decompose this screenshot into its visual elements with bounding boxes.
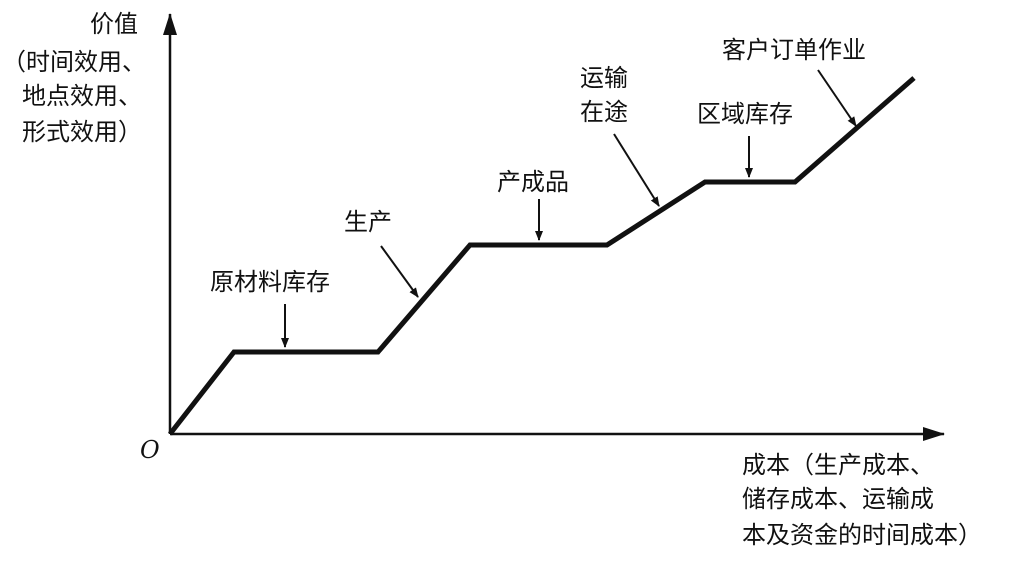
stage-in-transit: 运输 在途 bbox=[580, 64, 660, 207]
x-axis-label-line-3: 本及资金的时间成本） bbox=[742, 521, 982, 549]
stage-label-production: 生产 bbox=[344, 208, 392, 236]
stage-arrow-customer-order-processing bbox=[817, 69, 857, 127]
stage-label-regional-inventory: 区域库存 bbox=[697, 100, 793, 128]
y-axis-label-line-2: （时间效用、 bbox=[2, 48, 146, 76]
x-axis-label-line-1: 成本（生产成本、 bbox=[742, 451, 934, 479]
origin-label: O bbox=[140, 436, 160, 464]
x-axis-label: 成本（生产成本、 储存成本、运输成 本及资金的时间成本） bbox=[742, 451, 982, 549]
stage-label-in-transit-line-1: 运输 bbox=[580, 64, 628, 92]
stage-label-finished-goods: 产成品 bbox=[497, 168, 569, 196]
y-axis-label-line-1: 价值 bbox=[90, 10, 138, 38]
stage-regional-inventory: 区域库存 bbox=[697, 100, 793, 178]
stage-production: 生产 bbox=[344, 208, 419, 298]
stage-raw-material-inventory: 原材料库存 bbox=[210, 268, 330, 348]
x-axis-label-line-2: 储存成本、运输成 bbox=[742, 485, 934, 513]
stage-label-customer-order-processing: 客户订单作业 bbox=[722, 36, 866, 64]
y-axis-label-line-3: 地点效用、 bbox=[22, 82, 142, 110]
stage-customer-order-processing: 客户订单作业 bbox=[722, 36, 866, 127]
stage-arrow-in-transit bbox=[613, 133, 660, 207]
stage-label-raw-material-inventory: 原材料库存 bbox=[210, 268, 330, 296]
y-axis-label: 价值 （时间效用、 地点效用、 形式效用） bbox=[2, 10, 146, 146]
stage-label-in-transit-line-2: 在途 bbox=[580, 98, 628, 126]
stage-finished-goods: 产成品 bbox=[497, 168, 569, 241]
value-cost-curve bbox=[168, 76, 916, 436]
y-axis-label-line-4: 形式效用） bbox=[22, 118, 142, 146]
stage-arrow-production bbox=[380, 245, 419, 298]
